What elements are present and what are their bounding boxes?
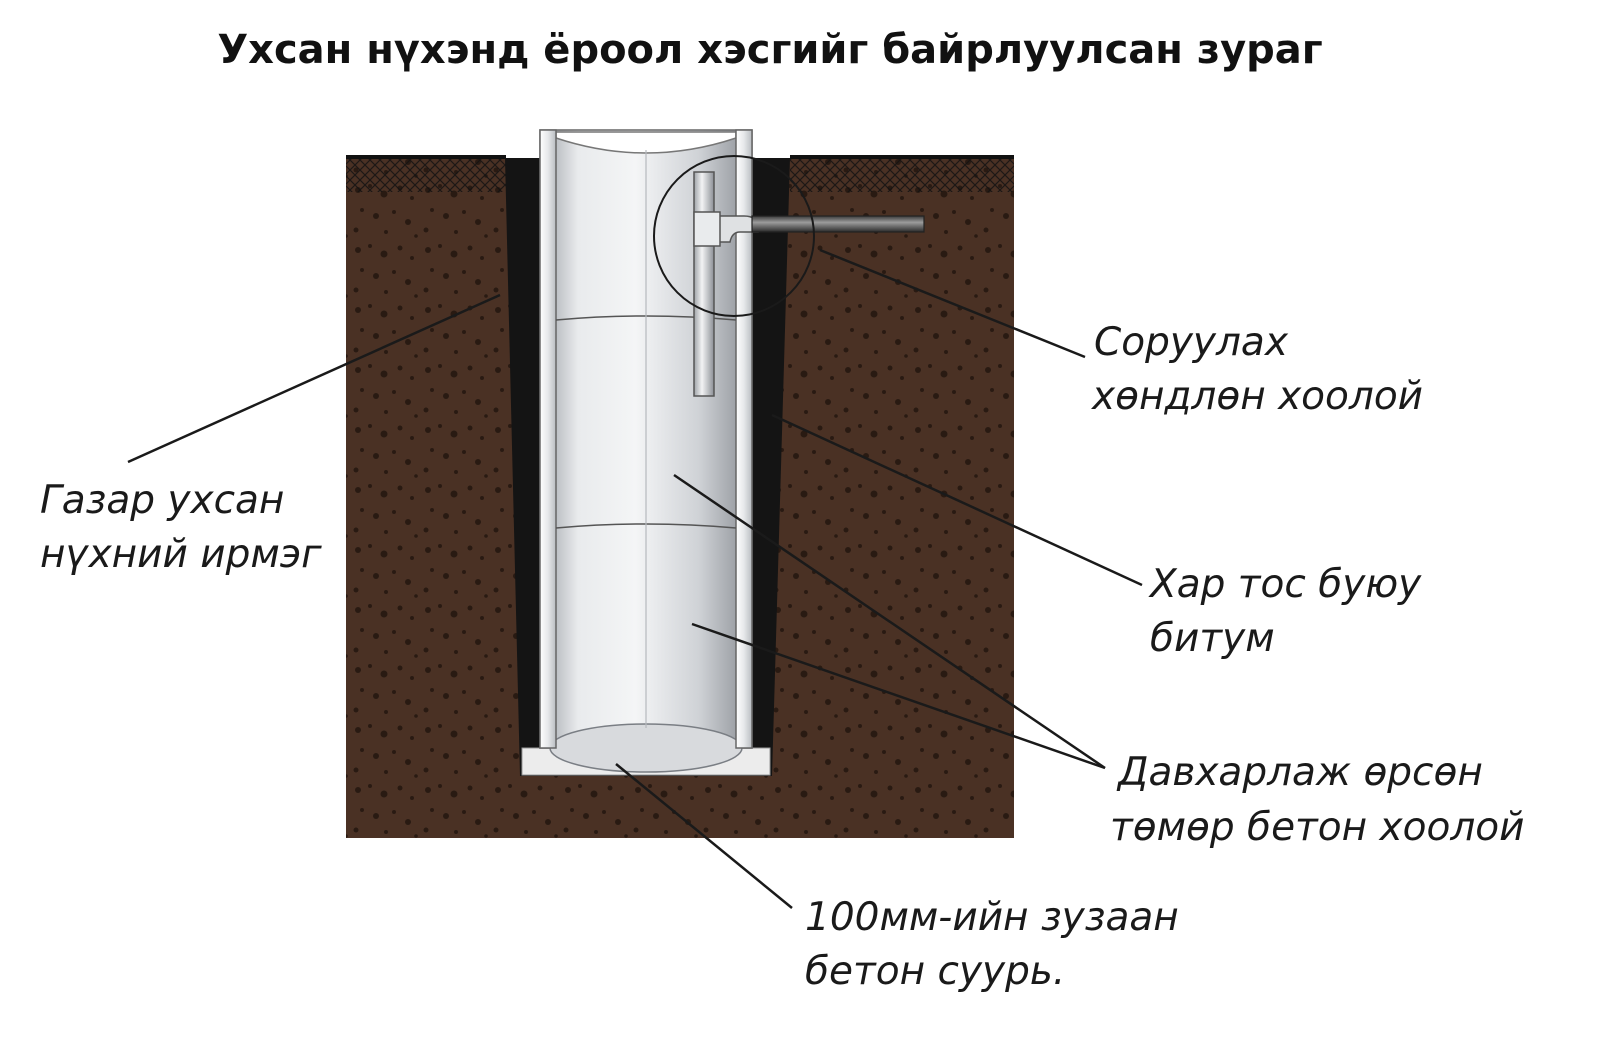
leader-suction-pipe	[819, 248, 1086, 359]
label-bitumen-line1: Хар тос буюу	[1148, 562, 1422, 607]
label-foundation: 100мм-ийн зузаан бетон суурь.	[805, 895, 1179, 994]
leader-foundation	[615, 763, 793, 909]
label-suction-pipe-line1: Соруулах	[1094, 320, 1289, 365]
label-concrete-pipe-line2: төмөр бетон хоолой	[1110, 805, 1524, 850]
leader-pit-edge	[127, 293, 501, 464]
suction-pipe	[653, 155, 925, 397]
leader-concrete-pipe-2	[691, 622, 1106, 770]
leader-lines	[127, 248, 1143, 909]
leader-bitumen	[771, 413, 1143, 587]
label-suction-pipe-line2: хөндлөн хоолой	[1090, 374, 1423, 419]
diagram-title: Ухсан нүхэнд ёроол хэсгийг байрлуулсан з…	[217, 27, 1322, 73]
label-foundation-line2: бетон суурь.	[805, 949, 1065, 994]
label-pit-edge-line2: нүхний ирмэг	[40, 532, 322, 577]
label-concrete-pipe-line1: Давхарлаж өрсөн	[1116, 750, 1483, 795]
label-foundation-line1: 100мм-ийн зузаан	[805, 895, 1179, 940]
label-pit-edge-line1: Газар ухсан	[40, 478, 284, 523]
label-pit-edge: Газар ухсан нүхний ирмэг	[40, 478, 322, 577]
label-bitumen-line2: битум	[1150, 616, 1275, 661]
label-bitumen: Хар тос буюу битум	[1148, 562, 1422, 661]
leader-concrete-pipe-1	[673, 473, 1106, 770]
label-suction-pipe: Соруулах хөндлөн хоолой	[1090, 320, 1423, 419]
concrete-pipe	[539, 129, 753, 773]
label-concrete-pipe: Давхарлаж өрсөн төмөр бетон хоолой	[1110, 750, 1524, 850]
